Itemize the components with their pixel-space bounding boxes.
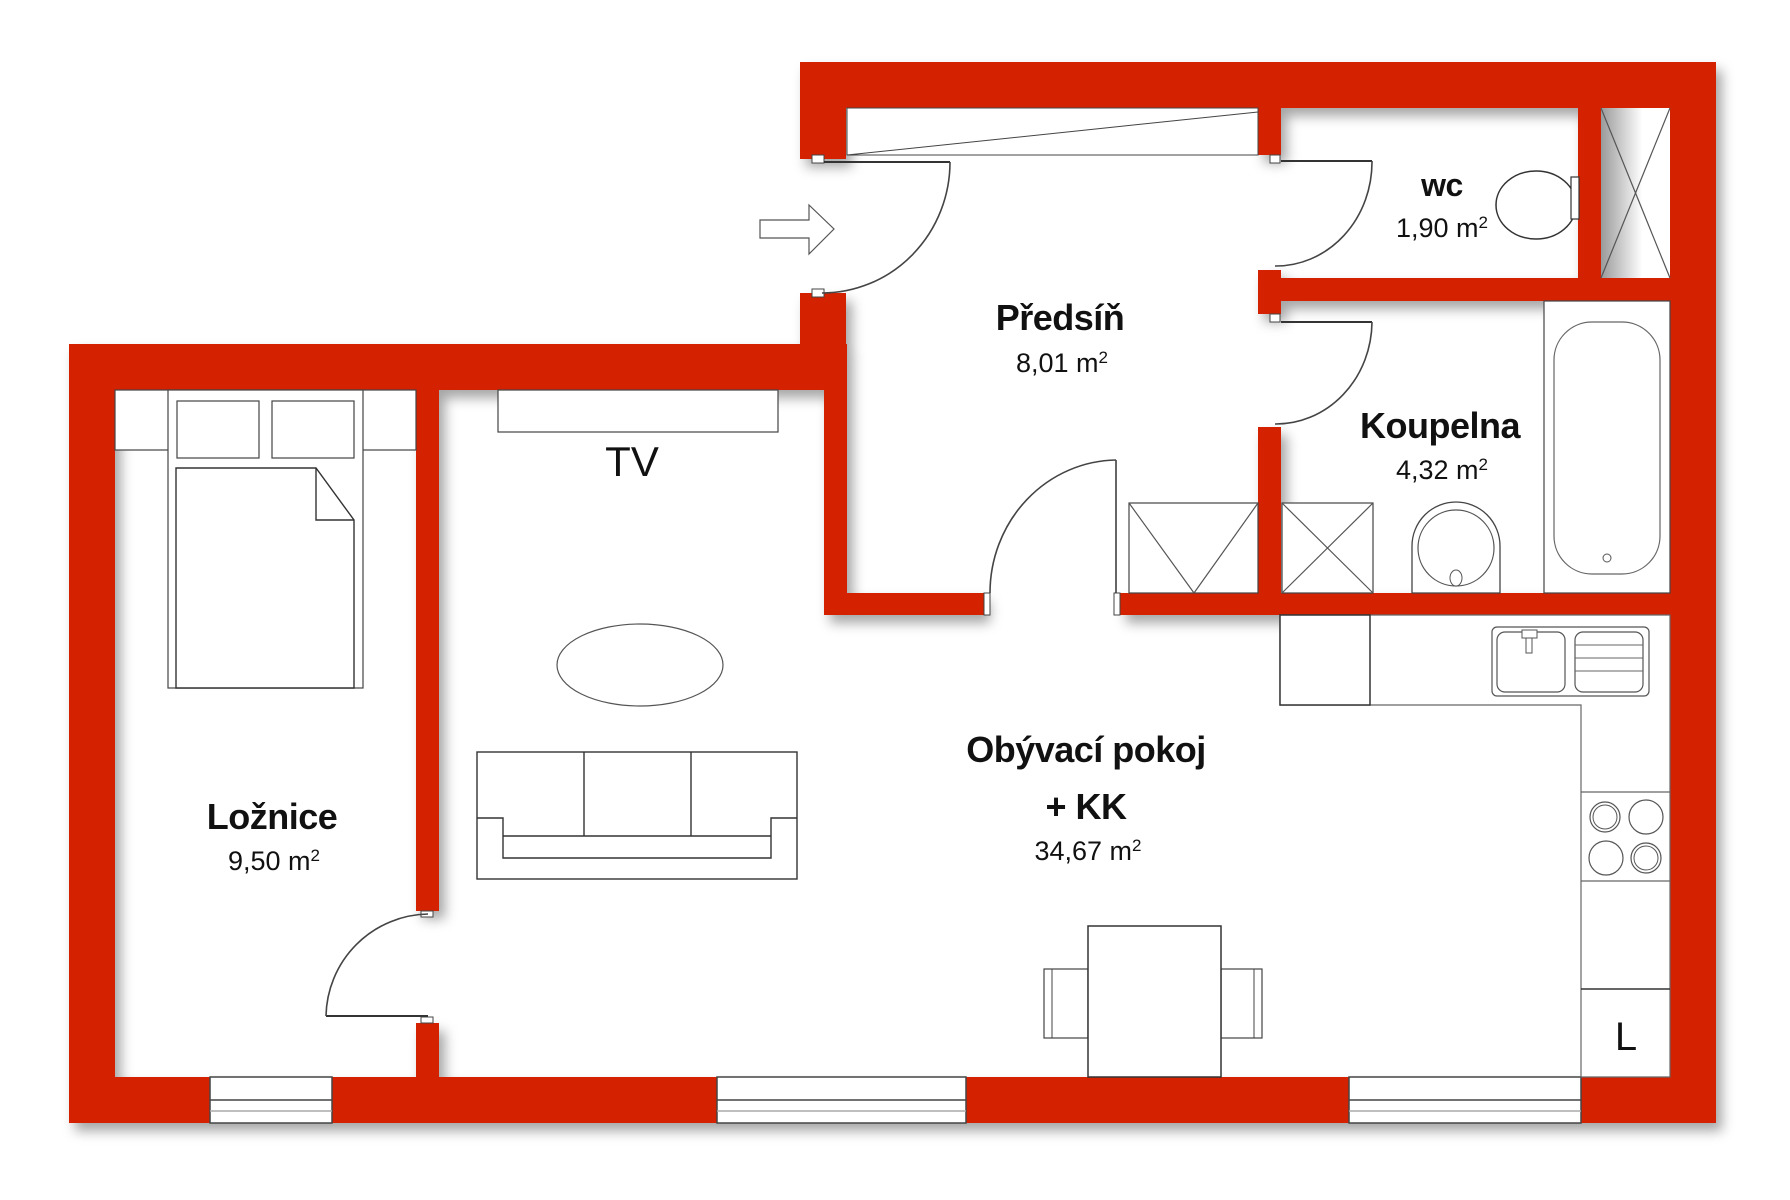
living-label-line1: Obývací pokoj	[966, 732, 1206, 768]
sofa	[476, 751, 798, 880]
wardrobe-hall	[1128, 502, 1259, 594]
fridge	[1279, 614, 1371, 706]
bathtub	[1543, 300, 1671, 594]
tv-stand	[497, 389, 779, 433]
bed	[114, 389, 417, 689]
stove	[1588, 799, 1664, 876]
washbasin	[1411, 501, 1501, 594]
window-kitchen	[1348, 1076, 1582, 1124]
living-label-line2: + KK	[1045, 786, 1127, 827]
wc-area: 1,90 m2	[1395, 213, 1489, 243]
wc-label: wc	[1421, 169, 1463, 201]
coffee-table	[556, 623, 724, 707]
wc-door	[1269, 154, 1373, 267]
bathroom-door	[1269, 313, 1373, 425]
entrance-arrow-icon	[759, 203, 835, 256]
living-door	[983, 459, 1121, 616]
bedroom-area: 9,50 m2	[227, 846, 321, 876]
window-living	[716, 1076, 967, 1124]
bathroom-label: Koupelna	[1359, 405, 1521, 446]
room-name-bathroom: Koupelna	[1359, 405, 1521, 446]
hall-wardrobe	[846, 107, 1259, 156]
room-name-bedroom: Ložnice	[206, 796, 338, 837]
installation-shaft	[1600, 107, 1671, 279]
bathroom-area: 4,32 m2	[1395, 455, 1489, 485]
kitchen-sink	[1491, 626, 1650, 697]
toilet	[1495, 170, 1580, 240]
bedroom-label: Ložnice	[207, 799, 338, 835]
hallway-area: 8,01 m2	[1015, 348, 1109, 378]
hallway-label: Předsíň	[996, 300, 1125, 336]
room-name-hallway: Předsíň	[995, 297, 1125, 338]
room-name-living-kk: + KK	[1045, 786, 1127, 827]
washing-machine-bath	[1281, 502, 1374, 594]
tv-label: TV	[605, 438, 659, 485]
entrance-door	[811, 154, 951, 298]
window-bedroom	[209, 1076, 333, 1124]
living-area: 34,67 m2	[1034, 836, 1142, 866]
pantry-label: L	[1614, 1015, 1638, 1059]
doors	[325, 154, 1373, 1024]
room-name-living: Obývací pokoj	[966, 729, 1206, 770]
room-name-wc: wc	[1421, 167, 1463, 203]
windows	[209, 1076, 1582, 1124]
dining-table	[1043, 925, 1263, 1078]
bedroom-door	[325, 910, 434, 1024]
